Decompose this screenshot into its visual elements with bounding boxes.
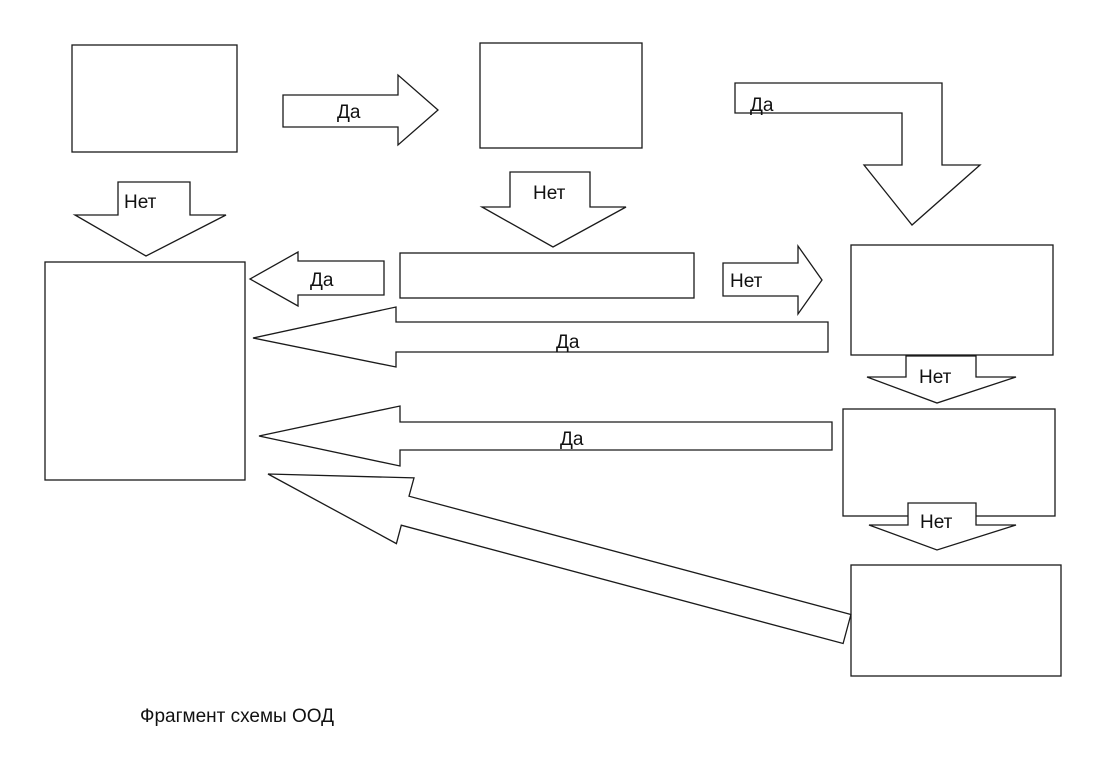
- arrow-no-right-middle: [722, 243, 823, 317]
- arrow-yes-bent-label: Да: [750, 95, 774, 116]
- box-right-2: [842, 408, 1056, 517]
- arrow-no-down-left: [72, 181, 227, 257]
- arrow-no-down-right-1: [866, 355, 1017, 404]
- box-top-middle: [479, 42, 643, 149]
- box-middle-bar: [399, 252, 695, 299]
- arrow-no-down-right-2: [868, 502, 1017, 551]
- arrow-yes-long-1-label: Да: [556, 332, 580, 353]
- arrow-no-down-middle: [479, 171, 627, 248]
- arrow-diagonal: [267, 473, 852, 645]
- arrow-no-down-right-1-label: Нет: [919, 367, 952, 388]
- arrow-no-down-left-label: Нет: [124, 192, 157, 213]
- arrow-yes-bent: [734, 82, 982, 226]
- box-top-left: [71, 44, 238, 153]
- arrow-yes-long-1: [252, 306, 829, 368]
- arrow-yes-long-2-label: Да: [560, 429, 584, 450]
- arrow-yes-long-2: [258, 405, 833, 467]
- arrow-yes-right-top: [282, 73, 439, 147]
- arrow-yes-left-short-label: Да: [310, 270, 334, 291]
- box-right-1: [850, 244, 1054, 356]
- arrow-no-down-middle-label: Нет: [533, 183, 566, 204]
- arrow-yes-left-short: [248, 250, 385, 308]
- arrow-no-right-middle-label: Нет: [730, 271, 763, 292]
- box-left-large: [44, 261, 246, 481]
- box-right-3: [850, 564, 1062, 677]
- arrow-yes-right-top-label: Да: [337, 102, 361, 123]
- diagram-caption: Фрагмент схемы ООД: [140, 706, 334, 727]
- arrow-no-down-right-2-label: Нет: [920, 512, 953, 533]
